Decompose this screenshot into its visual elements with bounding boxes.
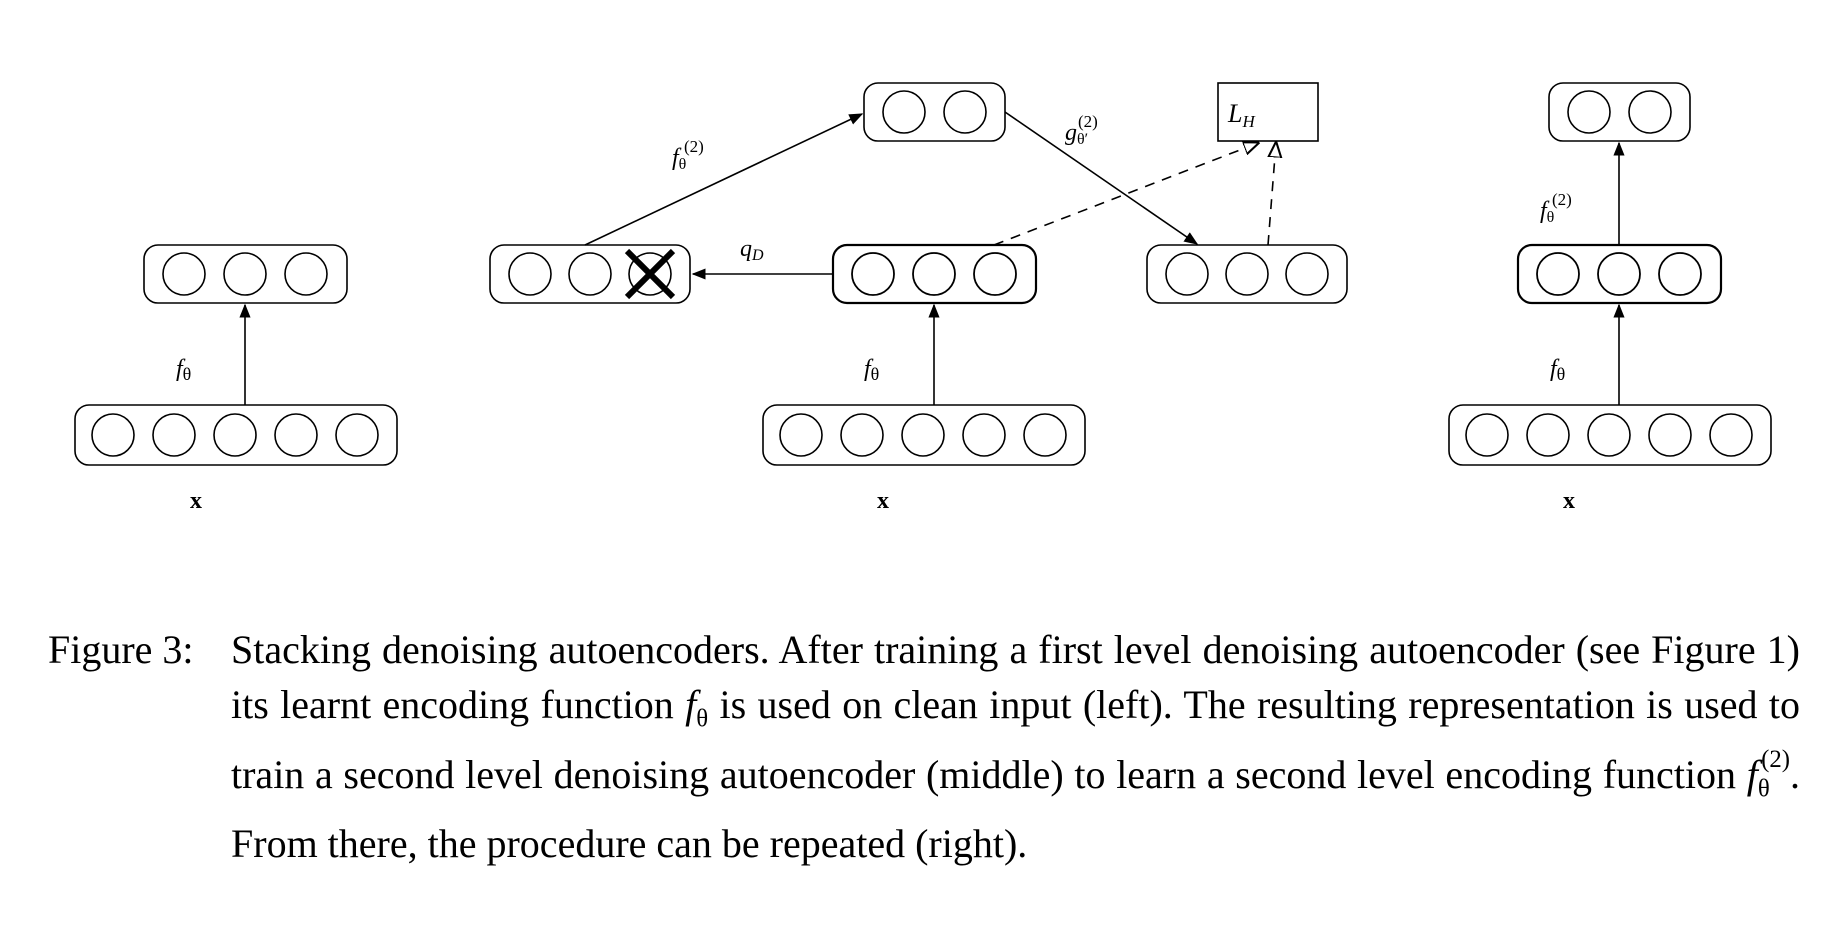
right-second-hidden-layer — [1548, 82, 1691, 142]
caption-text: Stacking denoising autoencoders. After t… — [231, 622, 1800, 871]
left-panel: fθ x — [74, 244, 398, 514]
right-input-label: x — [1563, 488, 1575, 514]
loss-input-dashed-arrow — [993, 143, 1258, 246]
middle-hidden-layer — [831, 243, 1038, 305]
second-encode-arrow — [584, 113, 864, 246]
loss-box: LH — [1217, 82, 1319, 142]
caption-f-theta-2: fθ(2) — [1746, 745, 1790, 803]
svg-text:(2): (2) — [684, 137, 704, 156]
middle-input-label: x — [877, 488, 889, 514]
svg-text:LH: LH — [1227, 99, 1256, 131]
second-hidden-layer — [863, 82, 1006, 142]
right-panel: fθ fθ (2) x — [1448, 82, 1772, 514]
caption-part-1: Stacking denoising autoencoders. After t… — [231, 627, 1800, 727]
loss-subscript: H — [1241, 112, 1256, 131]
f-theta-2-label: fθ (2) — [672, 137, 704, 173]
q-d-label: qD — [740, 236, 764, 264]
left-f-theta-label: fθ — [176, 356, 191, 384]
left-hidden-layer — [143, 244, 348, 304]
right-hidden-layer — [1516, 243, 1723, 305]
svg-text:fθ: fθ — [1540, 198, 1554, 226]
corruption-x-icon — [624, 248, 676, 300]
svg-text:fθ: fθ — [672, 145, 686, 173]
middle-panel: LH fθ x qD fθ (2) gθ′ (2) — [489, 82, 1348, 514]
stacked-autoencoder-diagram: fθ x — [74, 82, 1772, 514]
loss-recon-dashed-arrow — [1268, 143, 1276, 246]
middle-f-theta-label: fθ — [864, 356, 879, 384]
svg-text:gθ′: gθ′ — [1065, 120, 1088, 148]
left-input-label: x — [190, 488, 202, 514]
caption-f-theta: fθ — [685, 682, 709, 733]
caption-part-2: is used on clean input (left). The resul… — [231, 682, 1800, 797]
svg-text:(2): (2) — [1078, 112, 1098, 131]
right-input-layer — [1448, 404, 1772, 466]
caption-part-3: . From there, the procedure can be repea… — [231, 751, 1800, 867]
left-input-layer — [74, 404, 398, 466]
svg-text:(2): (2) — [1552, 190, 1572, 209]
corrupted-layer — [489, 244, 691, 304]
reconstruction-layer — [1146, 244, 1348, 304]
middle-input-layer — [762, 404, 1086, 466]
g-theta-prime-2-label: gθ′ (2) — [1065, 112, 1098, 148]
decode-arrow — [1004, 111, 1199, 245]
right-f-theta-label: fθ — [1550, 356, 1565, 384]
figure-number: Figure 3: — [48, 627, 194, 672]
figure-caption: Figure 3: Stacking denoising autoencoder… — [48, 622, 1800, 871]
loss-label: L — [1227, 99, 1242, 128]
right-f-theta-2-label: fθ (2) — [1540, 190, 1572, 226]
